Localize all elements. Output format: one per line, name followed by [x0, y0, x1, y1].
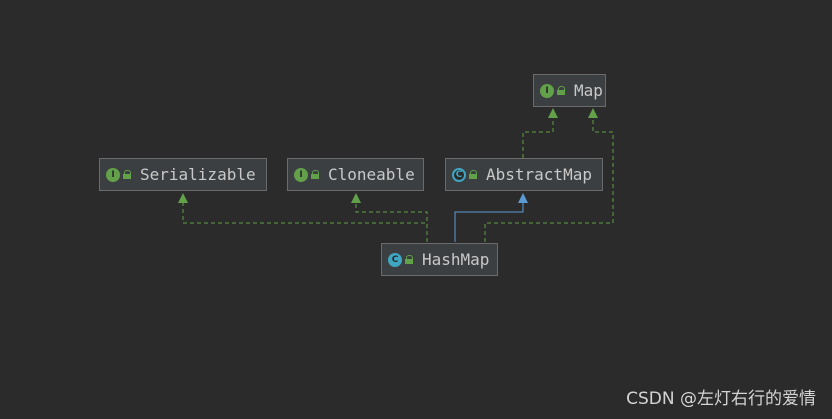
lock-icon [405, 255, 414, 264]
interface-icon: I [106, 167, 120, 182]
node-label: Serializable [140, 165, 256, 184]
lock-icon [123, 170, 132, 179]
node-label: AbstractMap [486, 165, 592, 184]
edge-hashmap-abstractmap [454, 202, 524, 242]
node-label: Cloneable [328, 165, 415, 184]
node-label: HashMap [422, 250, 490, 269]
edge-abstractmap-map [522, 118, 554, 158]
edge-hashmap-map [484, 118, 614, 242]
lock-icon [557, 86, 566, 95]
arrow-head-map-right [588, 108, 598, 118]
node-hashmap[interactable]: C HashMap [381, 243, 498, 276]
watermark: CSDN @左灯右行的爱情 [626, 389, 816, 409]
lock-icon [469, 170, 478, 179]
edge-hashmap-serializable [182, 202, 428, 242]
lock-icon [311, 170, 320, 179]
edge-hashmap-cloneable [355, 202, 428, 242]
node-abstractmap[interactable]: C AbstractMap [445, 158, 603, 191]
arrow-head-map-left [548, 108, 558, 118]
arrow-head-abstractmap [518, 193, 528, 203]
interface-icon: I [294, 167, 308, 182]
class-icon: C [388, 252, 402, 267]
arrow-head-serializable [178, 193, 188, 203]
node-map[interactable]: I Map [533, 74, 606, 107]
abstract-class-icon: C [452, 167, 466, 182]
interface-icon: I [540, 83, 554, 98]
node-label: Map [574, 81, 603, 100]
arrow-head-cloneable [351, 193, 361, 203]
node-serializable[interactable]: I Serializable [99, 158, 267, 191]
node-cloneable[interactable]: I Cloneable [287, 158, 424, 191]
